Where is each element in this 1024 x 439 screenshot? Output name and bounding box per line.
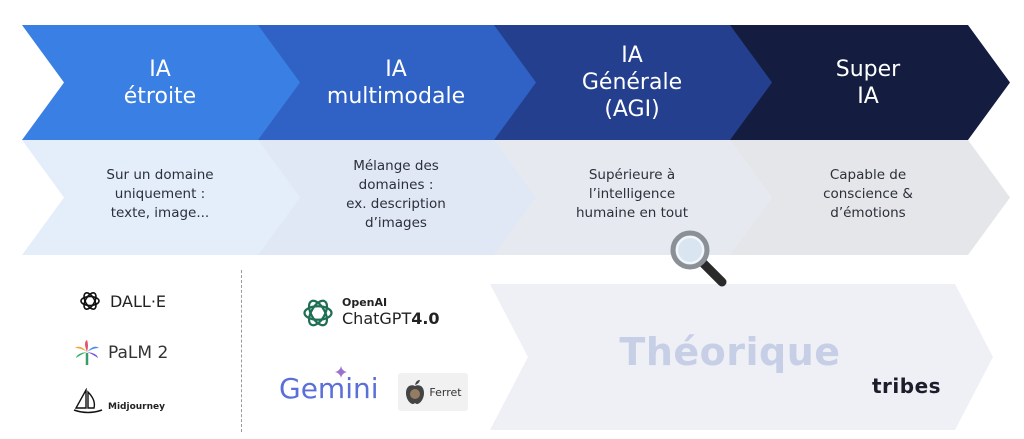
stage-desc-line: conscience & [823,186,913,202]
stage-title-line: multimodale [326,83,466,109]
stage-desc-3: Supérieure à l’intelligence humaine en tou… [547,166,717,223]
gemini-sparkle-icon [335,366,347,378]
stage-desc-arrow-4 [730,140,1010,255]
logo-dalle-label: DALL·E [110,291,167,311]
ferret-label: Ferret [429,385,462,399]
stage-desc-2: Mélange des domaines : ex. description d’im… [311,157,481,233]
stage-title-line: IA [621,43,643,68]
stage-title-line: IA [857,83,879,109]
logo-chatgpt: OpenAI ChatGPT4.0 [300,295,440,331]
stage-title-line: Générale [581,70,683,95]
chatgpt-version-label: 4.0 [411,309,440,328]
stage-arrow-1 [22,25,302,140]
stage-title-line: IA [149,56,171,82]
logo-gemini: Gemini [279,366,379,405]
stage-desc-line: ex. description [346,195,446,212]
logo-palm-label: PaLM 2 [108,343,169,363]
logo-ferret: Ferret [398,373,468,411]
palm-tree-icon [75,340,99,365]
stage-desc-line: Capable de [829,167,907,183]
chatgpt-brand-label: OpenAI [342,296,388,309]
openai-knot-icon [303,299,333,327]
openai-knot-icon [80,292,100,310]
sailboat-icon [73,388,103,414]
stage-desc-line: Supérieure à [588,167,676,183]
brand-logo: tribes [872,374,942,398]
logo-midjourney-label: Midjourney [108,402,165,412]
stage-arrow-2 [258,25,538,140]
magnifier-icon [670,230,727,287]
stage-desc-line: d’émotions [830,205,906,221]
stage-desc-4: Capable de conscience & d’émotions [783,166,953,223]
stage-desc-line: Mélange des [353,157,439,174]
stage-desc-line: d’images [365,214,427,231]
stage-desc-arrow-3 [494,140,774,255]
stage-title-line: étroite [123,83,197,109]
stage-desc-1: Sur un domaine uniquement : texte, image..… [75,166,245,223]
stage-title-line: IA [385,56,407,82]
stage-desc-line: l’intelligence [588,186,676,202]
stage-desc-line: domaines : [358,176,434,193]
apple-icon [406,380,425,404]
section-divider [241,270,242,432]
stage-desc-line: texte, image... [110,205,210,221]
theoretical-label: Théorique [619,330,841,374]
stage-title-line: (AGI) [604,97,660,122]
stage-arrow-4 [730,25,1010,140]
logo-midjourney: Midjourney [72,388,165,416]
logo-palm: PaLM 2 [74,340,168,366]
stage-desc-line: uniquement : [114,186,206,202]
stage-desc-line: Sur un domaine [106,167,214,183]
logo-dalle: DALL·E [78,289,166,313]
gemini-label: Gemini [279,372,379,405]
stage-desc-arrow-1 [22,140,302,255]
stage-desc-arrow-2 [258,140,538,255]
stage-title-line: Super [835,56,901,82]
chatgpt-name-label: ChatGPT [342,309,412,328]
stage-desc-line: humaine en tout [576,205,688,221]
theoretical-arrow [490,284,993,430]
stage-arrow-3 [494,25,774,140]
